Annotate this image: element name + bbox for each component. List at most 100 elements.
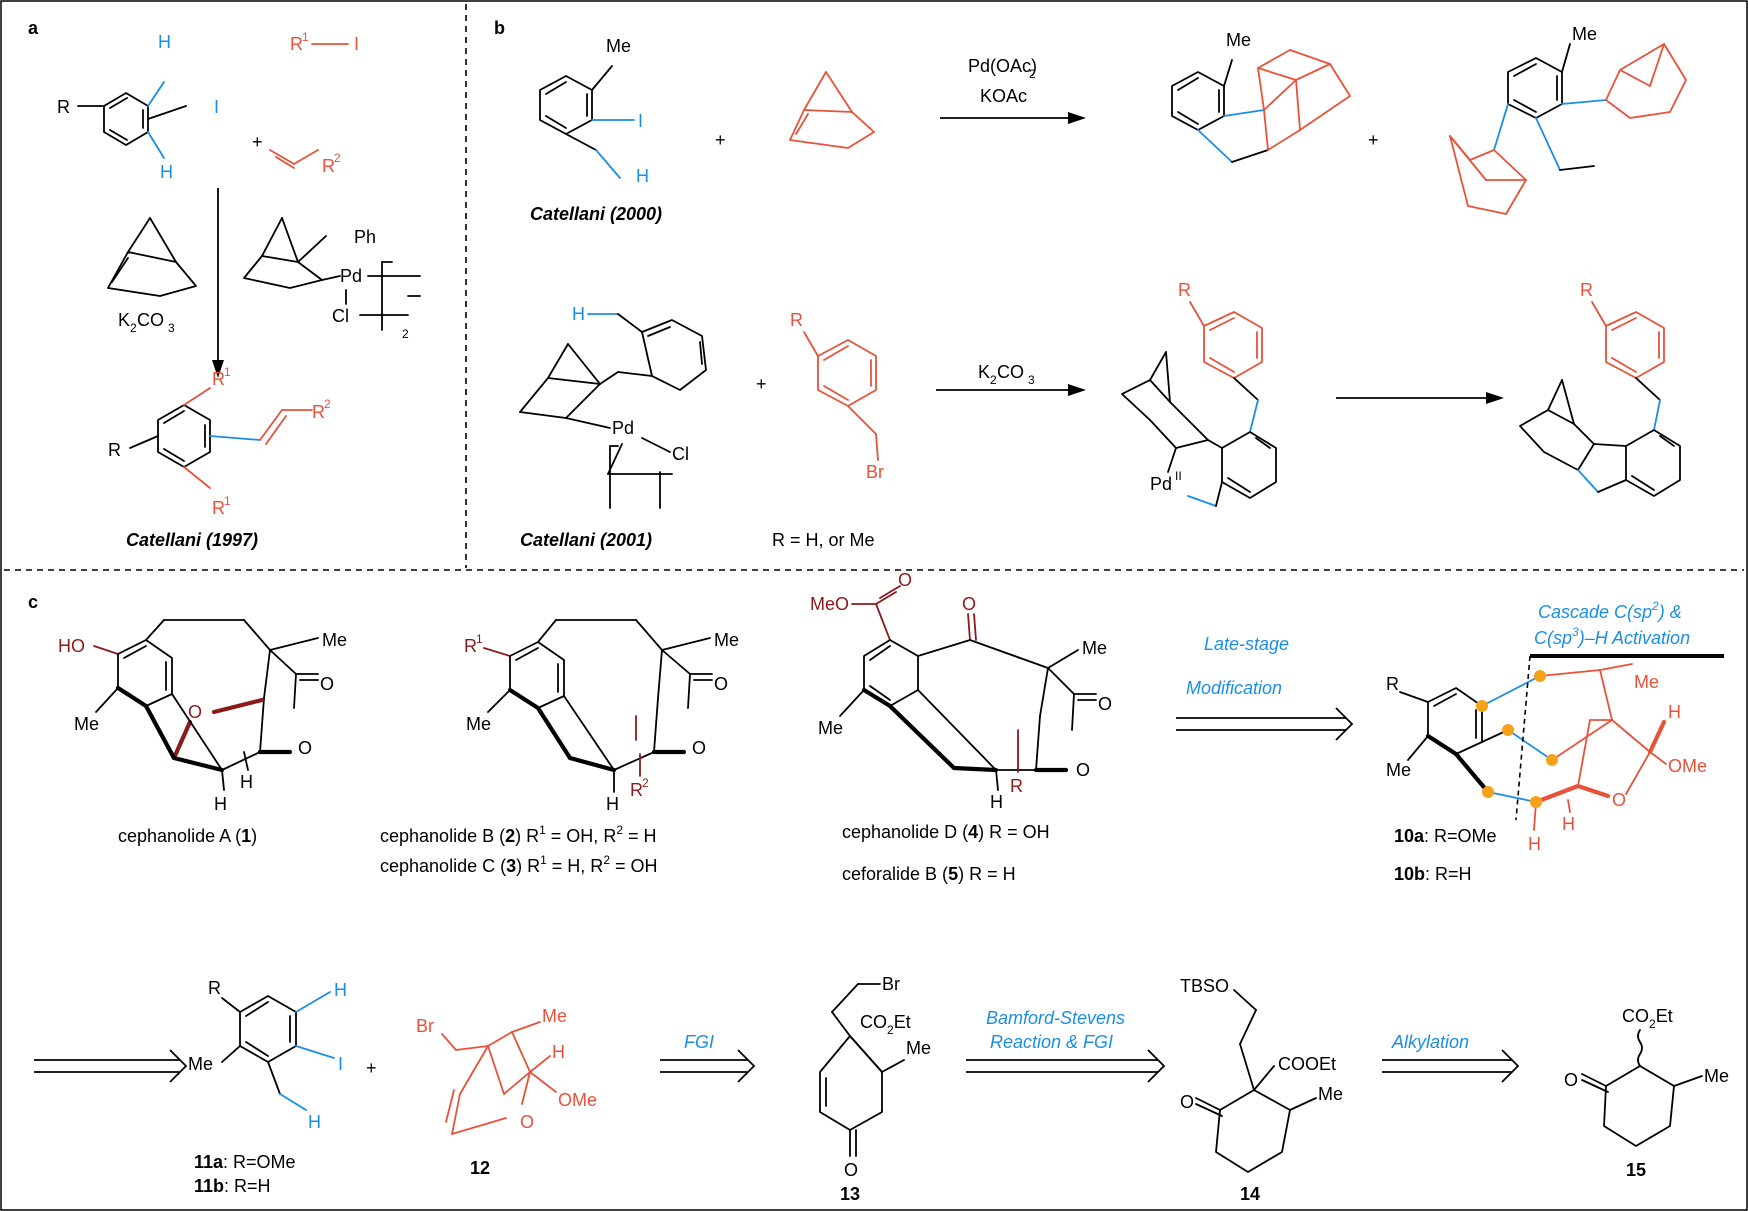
svg-text:I: I — [214, 97, 219, 117]
svg-text:O: O — [844, 1160, 858, 1180]
svg-text:O: O — [962, 594, 976, 614]
compound-15-structure: CO2Et O Me — [1564, 1006, 1729, 1147]
cephanolide-b-name: cephanolide B (2) R1 = OH, R2 = H — [380, 823, 657, 846]
fgi-arrow: FGI — [660, 1032, 756, 1083]
svg-text:Pd(OAc): Pd(OAc) — [968, 56, 1037, 76]
compound-10a-label: 10a: R=OMe — [1394, 826, 1497, 846]
svg-text:Pd: Pd — [612, 418, 634, 438]
svg-text:R: R — [312, 402, 325, 422]
svg-text:Me: Me — [714, 630, 739, 650]
product-b-2: Me — [1449, 24, 1687, 215]
svg-text:COOEt: COOEt — [1278, 1054, 1336, 1074]
svg-text:R: R — [464, 636, 477, 656]
svg-text:O: O — [298, 738, 312, 758]
svg-text:+: + — [366, 1058, 377, 1078]
cephanolide-a-name: cephanolide A (1) — [118, 826, 257, 846]
product-b-3: R — [1519, 280, 1681, 497]
svg-text:II: II — [1175, 469, 1182, 483]
norbornene-a — [107, 217, 197, 297]
svg-text:O: O — [1180, 1092, 1194, 1112]
cephanolide-d-structure: MeO O Me O Me O O — [810, 570, 1112, 812]
compound-10b-label: 10b: R=H — [1394, 864, 1472, 884]
svg-text:2: 2 — [402, 327, 409, 341]
svg-text:R: R — [108, 440, 121, 460]
product-a: R R 1 R 1 R 2 — [108, 365, 331, 518]
svg-text:O: O — [320, 674, 334, 694]
svg-text:+: + — [252, 132, 263, 152]
svg-text:+: + — [1368, 130, 1379, 150]
svg-text:O: O — [714, 674, 728, 694]
svg-text:Cascade C(sp2) &: Cascade C(sp2) & — [1538, 599, 1682, 622]
panel-a: a R H I H + R 1 I R — [28, 18, 421, 550]
svg-text:R: R — [1386, 674, 1399, 694]
svg-text:Br: Br — [416, 1016, 434, 1036]
svg-text:1: 1 — [302, 30, 309, 44]
svg-text:H: H — [572, 304, 585, 324]
svg-text:H: H — [160, 162, 173, 182]
svg-text:OMe: OMe — [1668, 756, 1707, 776]
svg-text:Me: Me — [606, 36, 631, 56]
intermediate-b: R Pd II — [1121, 280, 1277, 507]
panel-c-label: c — [28, 592, 38, 612]
aryl-iodide-a: R H I H — [57, 32, 219, 182]
svg-text:Me: Me — [74, 714, 99, 734]
norbornene-b — [789, 71, 875, 149]
svg-text:O: O — [898, 570, 912, 590]
panel-a-label: a — [28, 18, 39, 38]
svg-text:3: 3 — [168, 321, 175, 335]
svg-text:K: K — [118, 310, 130, 330]
svg-text:H: H — [606, 794, 619, 814]
svg-text:H: H — [636, 166, 649, 186]
palladacycle-dimer: Ph Pd Cl 2 — [243, 217, 421, 341]
svg-text:Me: Me — [906, 1038, 931, 1058]
compound-13-label: 13 — [840, 1184, 860, 1204]
alkyl-iodide-r1-i: R 1 I — [290, 30, 359, 54]
svg-text:Me: Me — [1318, 1084, 1343, 1104]
compound-14-label: 14 — [1240, 1184, 1260, 1204]
cephanolide-c-name: cephanolide C (3) R1 = H, R2 = OH — [380, 853, 658, 876]
svg-text:I: I — [638, 111, 643, 131]
svg-text:R: R — [212, 498, 225, 518]
svg-text:R: R — [208, 978, 221, 998]
svg-text:H: H — [1528, 834, 1541, 854]
svg-text:KOAc: KOAc — [980, 86, 1027, 106]
svg-text:Modification: Modification — [1186, 678, 1282, 698]
r-note: R = H, or Me — [772, 530, 875, 550]
svg-text:1: 1 — [224, 494, 231, 508]
svg-text:R: R — [1580, 280, 1593, 300]
svg-text:H: H — [240, 772, 253, 792]
svg-text:Me: Me — [1704, 1066, 1729, 1086]
svg-text:2: 2 — [642, 776, 649, 790]
svg-text:H: H — [1562, 814, 1575, 834]
compound-10-structure: R Me Me H OMe O — [1386, 655, 1707, 854]
svg-text:1: 1 — [476, 632, 483, 646]
svg-text:R: R — [1178, 280, 1191, 300]
svg-text:I: I — [354, 34, 359, 54]
svg-text:2: 2 — [130, 321, 137, 335]
svg-text:Reaction & FGI: Reaction & FGI — [990, 1032, 1113, 1052]
svg-text:Cl: Cl — [672, 444, 689, 464]
svg-text:O: O — [188, 702, 202, 722]
svg-text:Me: Me — [322, 630, 347, 650]
svg-text:Me: Me — [1386, 760, 1411, 780]
svg-text:Alkylation: Alkylation — [1391, 1032, 1469, 1052]
benzyl-bromide: R Br — [790, 310, 884, 482]
svg-text:Late-stage: Late-stage — [1204, 634, 1289, 654]
cephanolide-a-structure: HO Me Me O O O — [58, 619, 347, 814]
svg-text:Br: Br — [882, 974, 900, 994]
svg-text:H: H — [552, 1042, 565, 1062]
svg-text:FGI: FGI — [684, 1032, 714, 1052]
svg-text:OMe: OMe — [558, 1090, 597, 1110]
svg-text:2: 2 — [990, 373, 997, 387]
caption-catellani-2001: Catellani (2001) — [520, 530, 652, 550]
svg-text:Br: Br — [866, 462, 884, 482]
svg-text:O: O — [1564, 1070, 1578, 1090]
compound-12-structure: Br Me H OMe O — [416, 1006, 597, 1135]
svg-text:O: O — [1612, 790, 1626, 810]
svg-text:+: + — [715, 130, 726, 150]
compound-12-label: 12 — [470, 1158, 490, 1178]
svg-text:2: 2 — [1029, 67, 1036, 81]
iodo-xylene: Me I H — [539, 36, 649, 186]
